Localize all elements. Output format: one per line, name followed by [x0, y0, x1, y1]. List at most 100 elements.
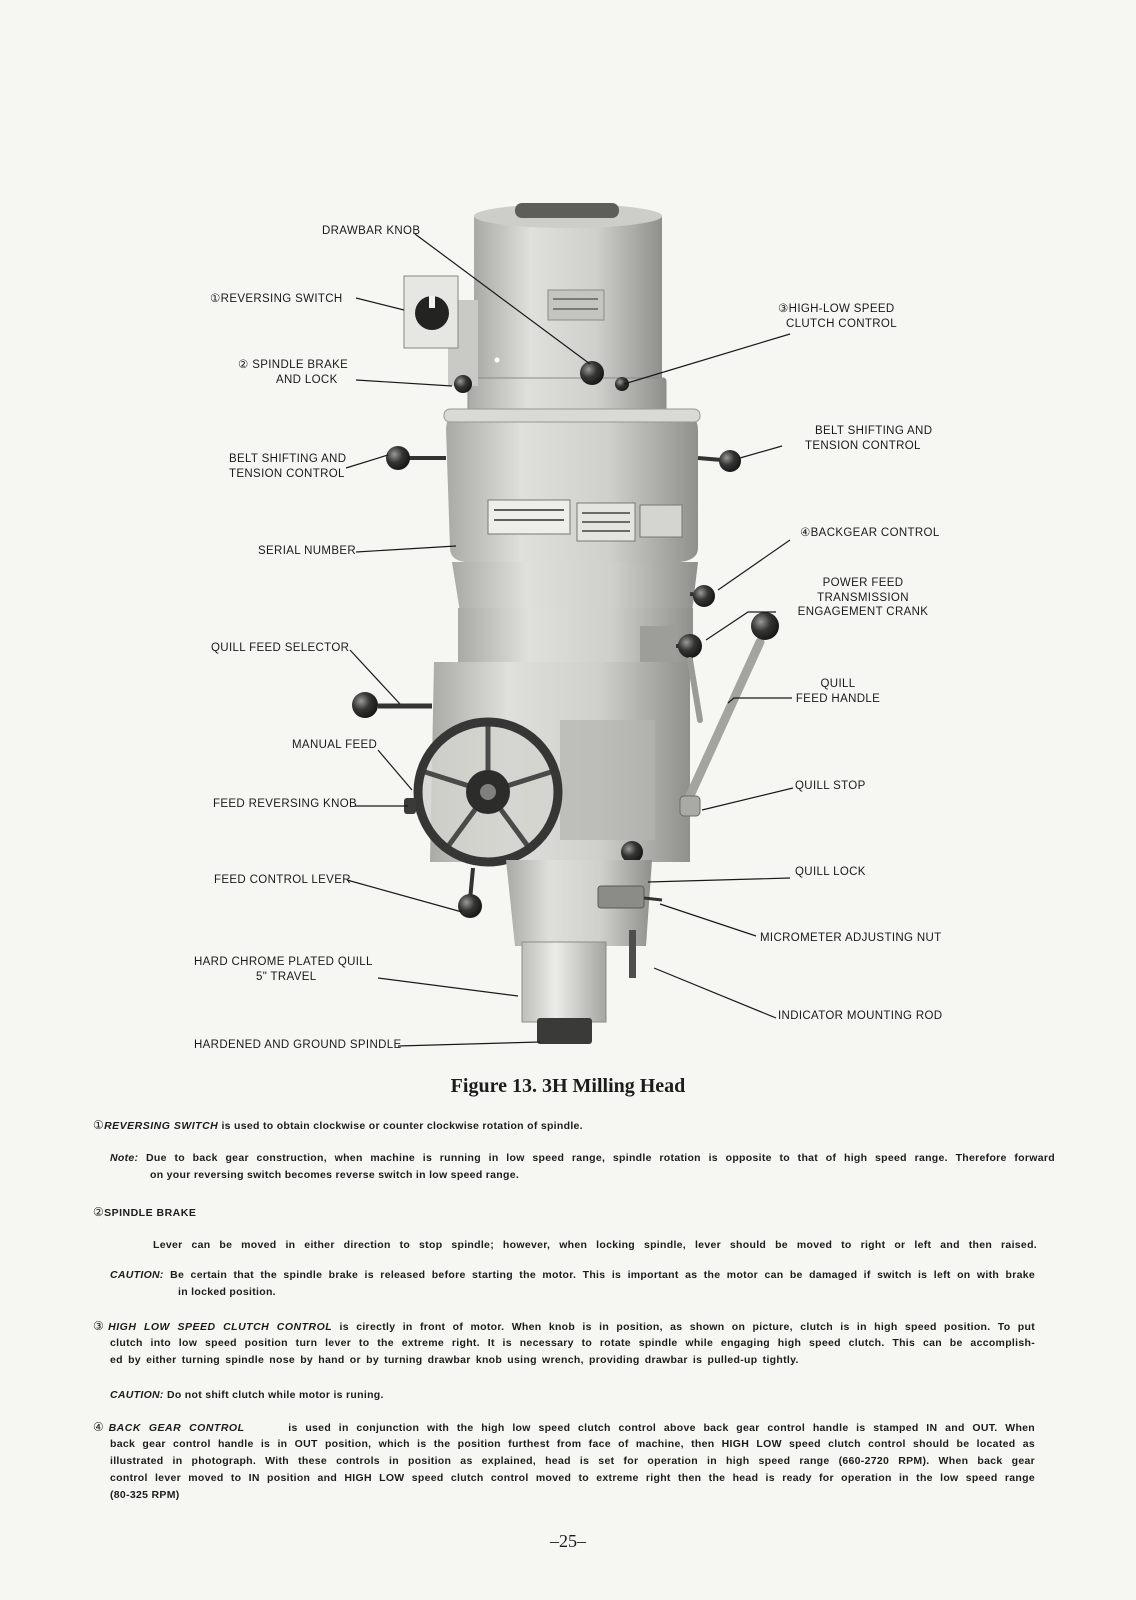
quill-feed-handle-lever [683, 637, 765, 805]
leader-high-low-clutch [623, 333, 791, 385]
quill-housing-face [560, 720, 655, 840]
serial-nameplate [487, 499, 571, 535]
belt-shift-stem-right [697, 456, 723, 462]
motor-nameplate [547, 289, 605, 321]
switch-dial [415, 296, 449, 330]
callout-belt-shifting-left: BELT SHIFTING AND TENSION CONTROL [229, 452, 346, 481]
caution-brake-paragraph: CAUTION: Be certain that the spindle bra… [110, 1267, 1035, 1301]
callout-line: 5" TRAVEL [256, 970, 317, 983]
text-line: Note: Due to back gear construction, whe… [110, 1150, 1055, 1167]
backgear-knob [693, 585, 715, 607]
feed-control-lever-knob [458, 894, 482, 918]
section-heading: HIGH LOW SPEED CLUTCH CONTROL [108, 1321, 333, 1333]
engagement-crank-knob [678, 634, 702, 658]
caution-text: Do not shift clutch while motor is runin… [166, 1389, 384, 1401]
callout-drawbar-knob: DRAWBAR KNOB [322, 224, 420, 239]
caution-lead: CAUTION: [110, 1269, 164, 1281]
micrometer-screw [643, 896, 663, 902]
quill-feed-lever-2 [687, 657, 703, 723]
section-body: is used in conjunction with the high low… [288, 1422, 1036, 1434]
callout-line: ② SPINDLE BRAKE [238, 359, 349, 371]
callout-reversing-switch: ①REVERSING SWITCH [210, 292, 343, 307]
text-line: clutch into low speed position turn leve… [110, 1337, 1035, 1349]
indicator-mounting-rod [629, 930, 636, 978]
section-number: ② [93, 1205, 105, 1219]
leader-hard-chrome-quill [377, 977, 519, 997]
leader-lines [345, 233, 794, 1047]
belt-housing-rim [443, 408, 701, 423]
chrome-quill [521, 941, 607, 1023]
callout-high-low-clutch: ③HIGH-LOW SPEED CLUTCH CONTROL [778, 302, 897, 331]
section-heading: SPINDLE BRAKE [104, 1207, 197, 1219]
leader-quill-feed-selector [349, 649, 401, 705]
callout-serial-number: SERIAL NUMBER [258, 544, 356, 559]
callout-line: ③HIGH-LOW SPEED [778, 303, 895, 315]
switch-dial-pointer [429, 296, 435, 308]
callout-micrometer-nut: MICROMETER ADJUSTING NUT [760, 931, 942, 946]
callout-line: FEED REVERSING KNOB [213, 798, 358, 810]
drawbar-knob [580, 361, 604, 385]
text-line: CAUTION: Be certain that the spindle bra… [110, 1267, 1035, 1284]
callout-line: BELT SHIFTING AND [815, 425, 933, 437]
section-spindle-brake: ②SPINDLE BRAKE [93, 1204, 493, 1221]
caution-clutch-paragraph: CAUTION: Do not shift clutch while motor… [110, 1387, 710, 1404]
callout-line: CLUTCH CONTROL [786, 317, 897, 330]
text-line: ③HIGH LOW SPEED CLUTCH CONTROL is cirect… [93, 1318, 1035, 1335]
quill-feed-handle-knob [751, 612, 779, 640]
callout-belt-shifting-right: BELT SHIFTING AND TENSION CONTROL [805, 424, 932, 453]
spindle-brake-paragraph: Lever can be moved in either direction t… [153, 1237, 1037, 1254]
leader-quill-feed-handle [727, 697, 792, 704]
callout-feed-control-lever: FEED CONTROL LEVER [214, 873, 351, 888]
figure-caption: Figure 13. 3H Milling Head [450, 1075, 686, 1097]
section-number: ① [93, 1118, 105, 1132]
caution-text: Be certain that the spindle brake is rel… [170, 1269, 1036, 1281]
reversing-switch [403, 275, 478, 386]
callout-hardened-spindle: HARDENED AND GROUND SPINDLE [194, 1038, 402, 1053]
caution-lead: CAUTION: [110, 1389, 164, 1401]
text-line: ②SPINDLE BRAKE [93, 1204, 493, 1221]
spindle-brake-knob [454, 375, 472, 393]
feed-reversing-knob [404, 798, 416, 814]
leader-spindle-brake [355, 379, 453, 387]
callout-feed-reversing-knob: FEED REVERSING KNOB [213, 797, 357, 812]
text-line: illustrated in photograph. With these co… [110, 1455, 1035, 1467]
callout-quill-feed-selector: QUILL FEED SELECTOR [211, 641, 349, 656]
motor-rivet [494, 357, 500, 363]
section-body: is cirectly in front of motor. When knob… [339, 1321, 1036, 1333]
leader-reversing-switch [355, 297, 405, 311]
leader-belt-shifting-left [345, 454, 389, 469]
leader-hardened-spindle [397, 1041, 541, 1047]
power-feed-hub [640, 626, 678, 664]
text-line: ①REVERSING SWITCH is used to obtain cloc… [93, 1117, 1053, 1134]
section-number: ④ [93, 1420, 109, 1434]
callout-line: ④BACKGEAR CONTROL [800, 527, 940, 539]
callout-line: HARD CHROME PLATED QUILL [194, 956, 373, 968]
gear-housing [452, 562, 698, 612]
text-line: ④BACK GEAR CONTROL is used in conjunctio… [93, 1419, 1035, 1436]
belt-shift-knob-left [386, 446, 410, 470]
leader-feed-control-lever [346, 879, 463, 913]
section-back-gear: ④BACK GEAR CONTROL is used in conjunctio… [93, 1419, 1035, 1504]
callout-backgear-control: ④BACKGEAR CONTROL [800, 526, 940, 541]
clutch-knob [615, 377, 629, 391]
note-text: Due to back gear construction, when mach… [146, 1152, 1055, 1164]
text-line: in locked position. [178, 1286, 276, 1298]
text-line: Lever can be moved in either direction t… [153, 1239, 1037, 1251]
leader-quill-lock [647, 877, 791, 883]
section-body: is used to obtain clockwise or counter c… [221, 1120, 583, 1132]
section-reversing-switch: ①REVERSING SWITCH is used to obtain cloc… [93, 1117, 1053, 1134]
milling-head-illustration [345, 203, 794, 1047]
text-line: CAUTION: Do not shift clutch while motor… [110, 1387, 710, 1404]
lower-quill-housing [506, 860, 652, 946]
callout-line: AND LOCK [276, 373, 338, 386]
callout-line: FEED HANDLE [795, 692, 881, 705]
text-line: ed by either turning spindle nose by han… [110, 1354, 799, 1366]
callout-line: QUILL LOCK [795, 866, 866, 878]
leader-serial-number [355, 545, 457, 553]
page-number: –25– [550, 1531, 586, 1551]
callout-line: MICROMETER ADJUSTING NUT [760, 932, 942, 944]
callout-quill-stop: QUILL STOP [795, 779, 866, 794]
motor-base-band [467, 377, 667, 413]
text-line: (80-325 RPM) [110, 1489, 180, 1501]
belt-housing [443, 408, 701, 562]
